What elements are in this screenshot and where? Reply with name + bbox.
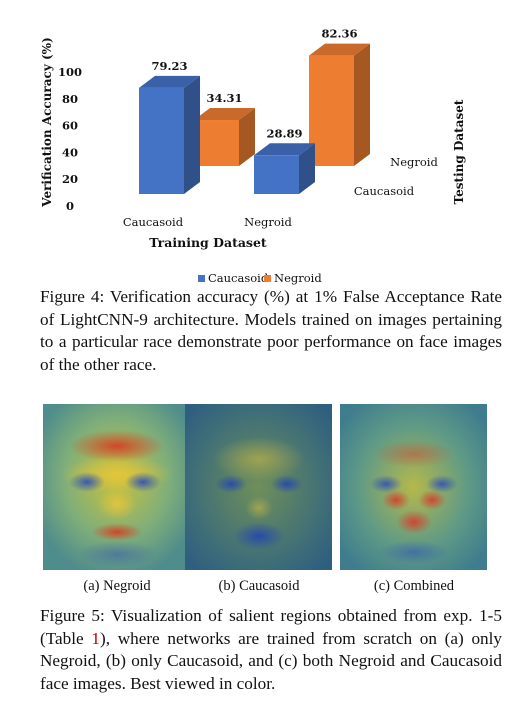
y-tick-label: 40 (62, 145, 78, 159)
table-reference-link[interactable]: 1 (91, 628, 100, 648)
figure-5-caption-start: Figure 5: Visualization of salient regio… (40, 606, 502, 648)
y-tick-label: 80 (62, 92, 78, 106)
figure-5-caption-end: ), where networks are trained from scrat… (40, 628, 502, 693)
saliency-map-caucasoid (185, 404, 332, 570)
bar-top (309, 43, 370, 56)
bar-side (184, 75, 200, 194)
y-axis-title: Verification Accuracy (%) (40, 37, 54, 208)
bar (139, 87, 184, 194)
y-tick-label: 60 (62, 119, 78, 133)
y-axis-ticks: 0 20 40 60 80 100 (58, 65, 82, 213)
depth-axis-label: Testing Dataset (452, 99, 466, 204)
bar (254, 155, 299, 194)
depth-category-label: Negroid (390, 155, 438, 169)
bar-value-label: 34.31 (206, 91, 242, 105)
bar-value-label: 79.23 (151, 59, 187, 73)
bars: 34.31 82.36 79.23 28.89 (139, 27, 370, 194)
x-axis-label: Training Dataset (149, 235, 267, 250)
legend-label: Caucasoid (208, 271, 269, 285)
x-axis-categories: Caucasoid Negroid (123, 215, 293, 229)
legend-swatch (264, 275, 271, 282)
bar (309, 55, 354, 166)
bar-side (299, 143, 315, 194)
y-tick-label: 100 (58, 65, 82, 79)
saliency-map-combined (340, 404, 487, 570)
panel-label-c: (c) Combined (373, 578, 455, 594)
bar-top (139, 75, 200, 88)
saliency-map-negroid (43, 404, 190, 570)
legend: Caucasoid Negroid (198, 271, 322, 285)
depth-axis-categories: Caucasoid Negroid (354, 155, 439, 198)
depth-category-label: Caucasoid (354, 184, 415, 198)
figure-4-chart: Verification Accuracy (%) 0 20 40 60 80 100 3… (40, 27, 466, 285)
bar-value-label: 82.36 (321, 27, 357, 41)
figure-5-caption: Figure 5: Visualization of salient regio… (40, 605, 502, 695)
legend-swatch (198, 275, 205, 282)
panel-label-a: (a) Negroid (83, 578, 151, 594)
x-category-label: Negroid (244, 215, 292, 229)
bar-top (254, 143, 315, 156)
bar-side (354, 43, 370, 166)
y-tick-label: 0 (66, 199, 74, 213)
bar-value-label: 28.89 (266, 126, 302, 140)
figure-4-caption: Figure 4: Verification accuracy (%) at 1… (40, 287, 502, 374)
legend-label: Negroid (274, 271, 322, 285)
bar-side (239, 108, 255, 166)
bar-top (194, 108, 255, 121)
bar (194, 120, 239, 166)
x-category-label: Caucasoid (123, 215, 184, 229)
y-axis-label: Verification Accuracy (%) (40, 37, 54, 208)
panel-label-b: (b) Caucasoid (218, 578, 300, 594)
y-tick-label: 20 (62, 172, 78, 186)
